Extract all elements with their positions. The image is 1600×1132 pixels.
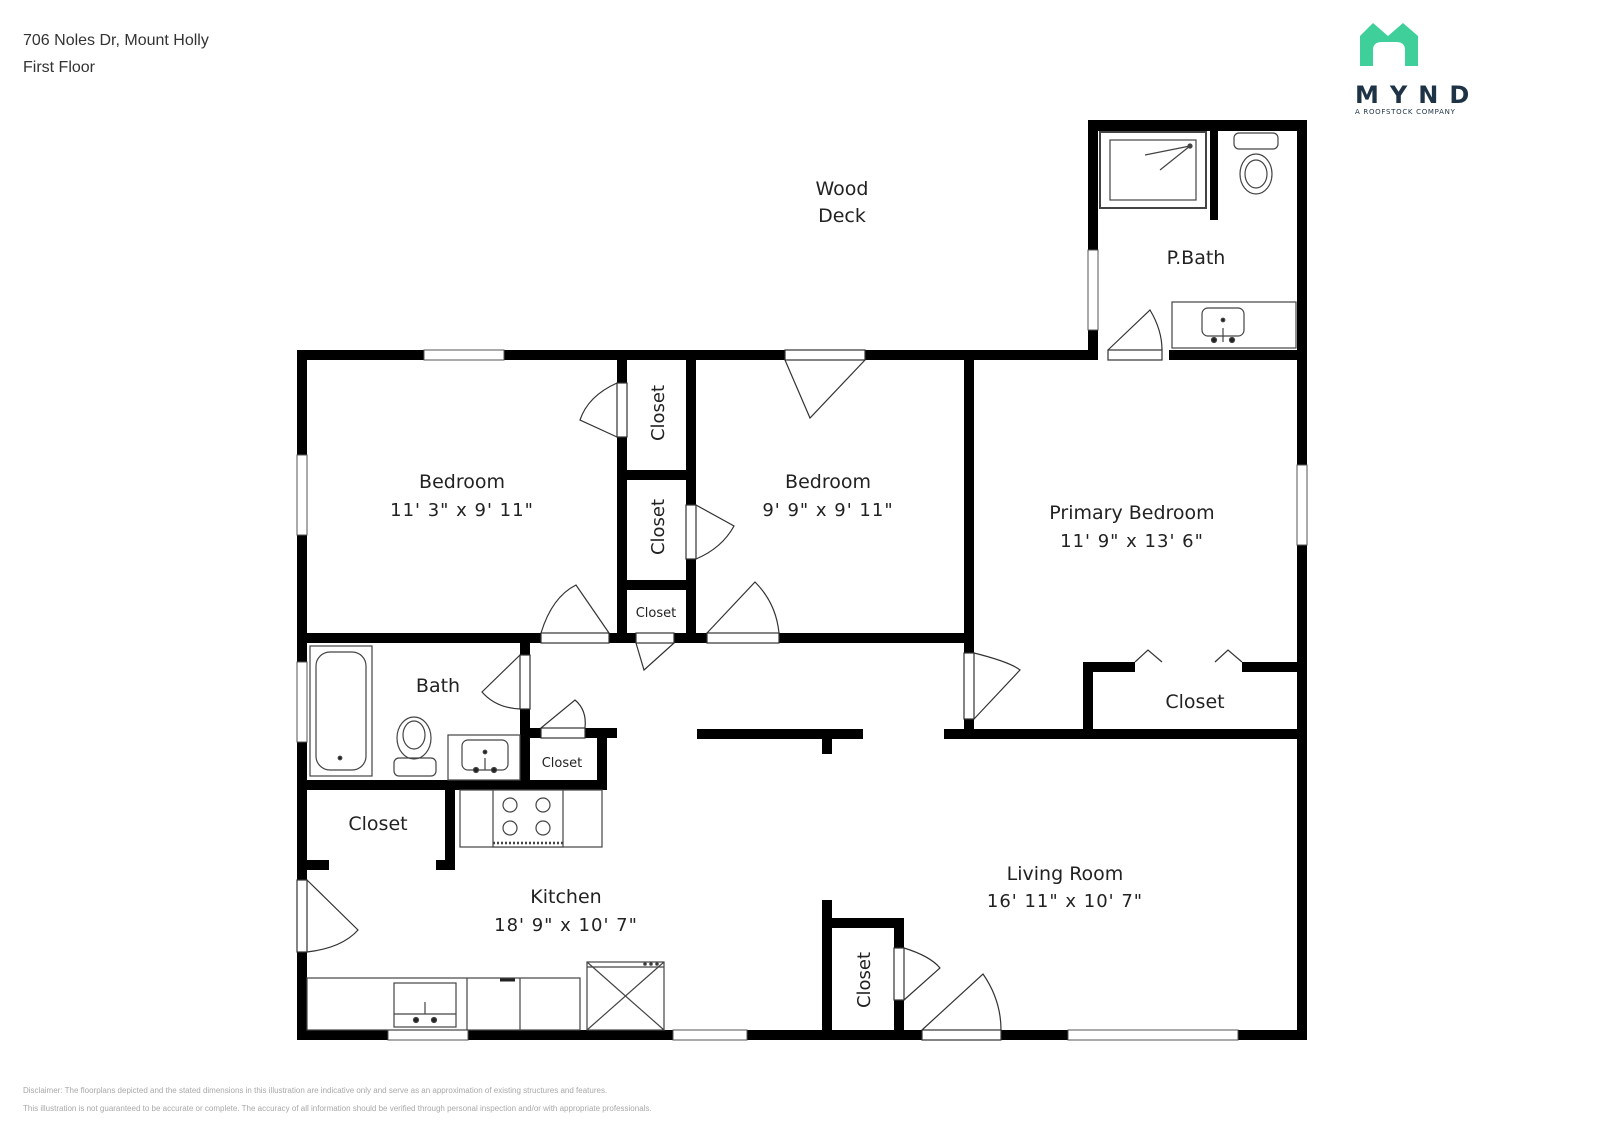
bedroom2-dims: 9' 9" x 9' 11" [762, 500, 893, 521]
brand-name: MYND [1355, 81, 1480, 109]
refrigerator-icon [586, 961, 665, 1031]
pbath-label: P.Bath [1167, 247, 1226, 269]
kitchen-label: Kitchen [530, 886, 601, 908]
house-logo-icon [1360, 23, 1418, 66]
sink-icon [393, 982, 457, 1028]
closet-b-label: Closet [648, 499, 669, 555]
room-labels: Wood Deck P.Bath Bedroom 11' 3" x 9' 11"… [348, 178, 1225, 1008]
floor-label: First Floor [23, 59, 95, 76]
counter [306, 977, 581, 1031]
bathtub-icon [309, 645, 373, 777]
primary-bedroom-label: Primary Bedroom [1049, 502, 1214, 524]
disclaimer-line-1: Disclaimer: The floorplans depicted and … [23, 1086, 608, 1095]
windows [296, 249, 1308, 1041]
walls [297, 120, 1307, 1040]
bedroom1-dims: 11' 3" x 9' 11" [390, 500, 534, 521]
doors [296, 309, 1243, 1041]
wood-deck-label: Wood [816, 178, 869, 200]
closet-primary-label: Closet [1165, 691, 1224, 713]
toilet-icon [393, 716, 437, 777]
bedroom1-label: Bedroom [419, 471, 505, 493]
brand-tagline: A ROOFSTOCK COMPANY [1355, 108, 1456, 116]
sink-icon [1171, 301, 1297, 349]
living-room-label: Living Room [1007, 863, 1124, 885]
closet-living-label: Closet [854, 952, 875, 1008]
property-address: 706 Noles Dr, Mount Holly [23, 32, 209, 49]
shower-icon [1099, 131, 1207, 209]
wood-deck-label-2: Deck [818, 205, 866, 227]
closet-kitchen-label: Closet [348, 813, 407, 835]
closet-bath-label: Closet [542, 756, 583, 771]
bedroom2-label: Bedroom [785, 471, 871, 493]
mynd-logo: MYND A ROOFSTOCK COMPANY [1355, 23, 1480, 116]
primary-bedroom-dims: 11' 9" x 13' 6" [1060, 531, 1204, 552]
closet-c-label: Closet [636, 606, 677, 621]
disclaimer-line-2: This illustration is not guaranteed to b… [23, 1104, 652, 1113]
toilet-icon [1233, 132, 1279, 195]
fixtures [306, 131, 1297, 1031]
stove-icon [492, 789, 564, 848]
living-room-dims: 16' 11" x 10' 7" [987, 891, 1143, 912]
bath-label: Bath [416, 675, 460, 697]
sink-icon [447, 734, 521, 781]
kitchen-dims: 18' 9" x 10' 7" [494, 915, 638, 936]
closet-a-label: Closet [648, 385, 669, 441]
